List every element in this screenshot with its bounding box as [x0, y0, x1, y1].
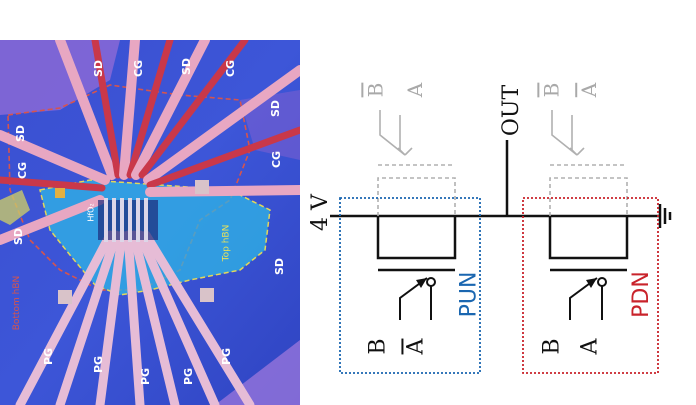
- logic-circuit: 4 V OUT PUN PDN B A B A B A B A: [300, 0, 696, 405]
- sd-label: SD: [273, 257, 287, 276]
- sd-label: SD: [12, 227, 26, 246]
- device-micrograph: CG SD SD CG SD CG SD SD CG SD PG PG PG P…: [0, 40, 300, 405]
- pun-top-input-b-bar: B: [363, 82, 388, 98]
- pun-input-b: B: [365, 338, 391, 355]
- pdn-input-b: B: [539, 338, 565, 355]
- cg-label: CG: [132, 59, 146, 78]
- sd-label: SD: [92, 59, 106, 78]
- pun-label: PUN: [456, 271, 482, 318]
- cg-label: CG: [16, 161, 30, 180]
- pun-input-a-bar: A: [403, 338, 429, 355]
- cg-label: CG: [270, 150, 284, 169]
- circuit-wires: [330, 110, 672, 374]
- bottom-hbn-label: Bottom hBN: [12, 275, 23, 331]
- pdn-input-a: A: [577, 338, 603, 355]
- sd-label: SD: [14, 124, 28, 143]
- pg-label: PG: [92, 355, 106, 374]
- pdn-top-input-a-bar: A: [577, 82, 602, 98]
- cg-label: CG: [224, 59, 238, 78]
- pdn-top-input-b-bar: B: [539, 82, 564, 98]
- sd-label: SD: [269, 99, 283, 118]
- pg-label: PG: [220, 347, 234, 366]
- output-label: OUT: [499, 84, 525, 137]
- hfo2-label: HfO₂: [86, 203, 96, 222]
- pg-label: PG: [182, 367, 196, 386]
- pun-top-input-a: A: [403, 82, 428, 98]
- micrograph-image: [0, 40, 300, 405]
- sd-label: SD: [180, 57, 194, 76]
- supply-voltage-label: 4 V: [307, 194, 333, 231]
- pg-label: PG: [42, 347, 56, 366]
- pg-label: PG: [139, 367, 153, 386]
- pdn-label: PDN: [628, 271, 654, 318]
- top-hbn-label: Top hBN: [221, 224, 232, 262]
